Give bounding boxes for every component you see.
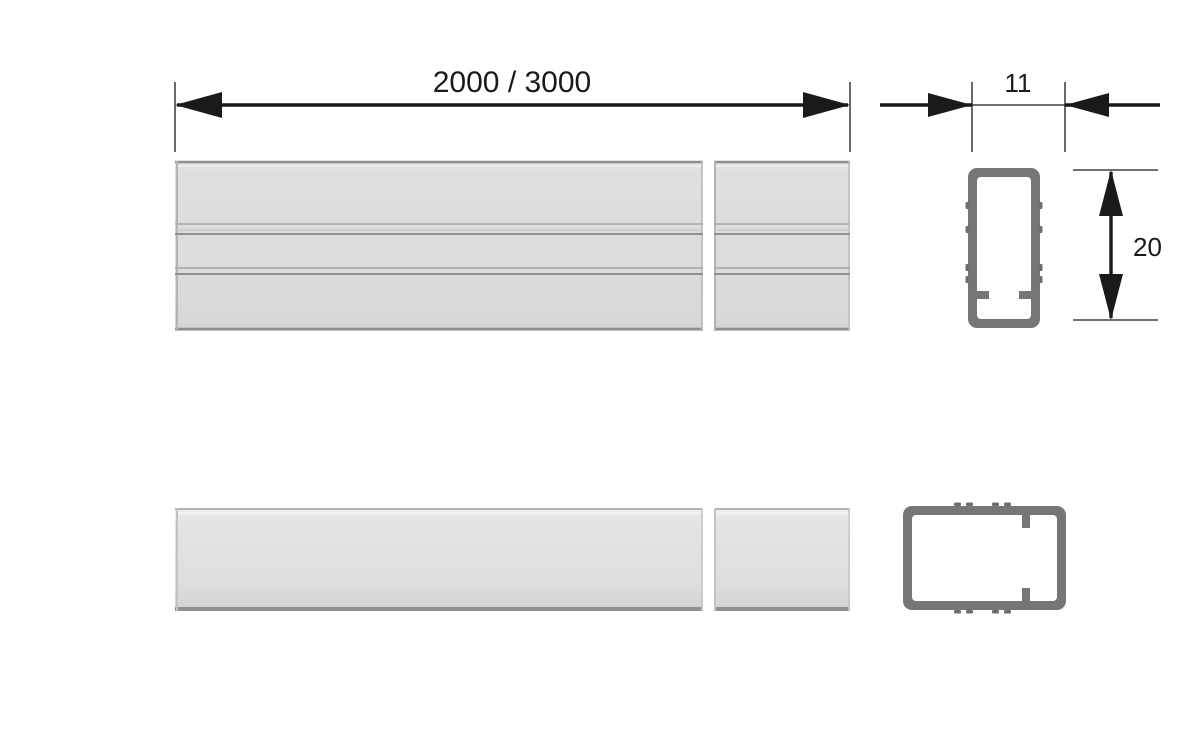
height-arrowhead-bottom	[1099, 274, 1123, 320]
section-horizontal-notch-top-1	[954, 502, 961, 506]
section-horizontal-notch-top-2	[966, 502, 973, 506]
width-arrowhead-left	[928, 93, 972, 117]
bottom-elevation-long-view	[175, 508, 850, 611]
section-horizontal-notch-top-3	[992, 502, 999, 506]
section-vertical-wall	[968, 168, 1040, 328]
bottom-view-body-right	[714, 508, 850, 611]
section-horizontal-notch-bottom-1	[954, 610, 961, 614]
section-vertical-notch-left-2	[965, 226, 969, 233]
length-dimension: 2000 / 3000	[174, 66, 851, 152]
front-view-body-left	[175, 161, 703, 331]
cross-section-vertical-view	[965, 168, 1043, 328]
section-horizontal-notch-bottom-2	[966, 610, 973, 614]
section-vertical-notch-right-2	[1039, 226, 1043, 233]
bottom-view-segment-left	[175, 508, 703, 611]
width-arrowhead-right	[1065, 93, 1109, 117]
front-view-segment-right	[714, 160, 850, 331]
height-dimension: 20	[1073, 169, 1162, 321]
length-arrowhead-right	[803, 92, 850, 118]
section-vertical-notch-right-4	[1039, 276, 1043, 283]
section-horizontal-notch-bottom-3	[992, 610, 999, 614]
section-horizontal-notch-top-4	[1004, 502, 1011, 506]
front-view-segment-left	[175, 160, 703, 331]
section-vertical-notch-left-1	[965, 202, 969, 209]
section-vertical-notch-right-1	[1039, 202, 1043, 209]
front-elevation-long-view	[175, 160, 850, 331]
length-dimension-label: 2000 / 3000	[433, 66, 591, 99]
section-horizontal-wall	[903, 506, 1066, 610]
height-arrowhead-top	[1099, 170, 1123, 216]
width-dimension-label: 11	[1005, 68, 1032, 98]
height-dimension-label: 20	[1133, 232, 1162, 262]
bottom-view-body-left	[175, 508, 703, 611]
width-dimension: 11	[880, 68, 1160, 152]
length-arrowhead-left	[175, 92, 222, 118]
cross-section-horizontal-view	[903, 502, 1066, 614]
bottom-view-segment-right	[714, 508, 850, 611]
section-horizontal-notch-bottom-4	[1004, 610, 1011, 614]
section-vertical-notch-left-3	[965, 264, 969, 271]
section-vertical-notch-left-4	[965, 276, 969, 283]
front-view-body-right	[714, 161, 850, 331]
section-vertical-notch-right-3	[1039, 264, 1043, 271]
